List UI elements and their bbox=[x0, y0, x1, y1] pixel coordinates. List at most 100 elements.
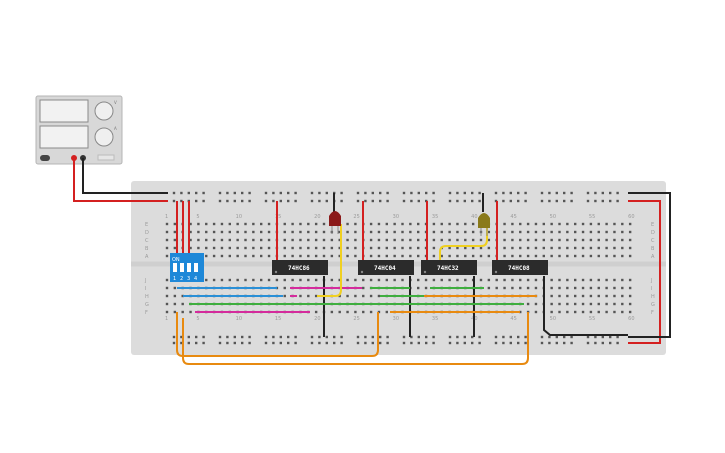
hole[interactable] bbox=[616, 199, 619, 203]
hole[interactable] bbox=[517, 191, 520, 195]
hole[interactable] bbox=[369, 230, 373, 234]
hole[interactable] bbox=[540, 191, 544, 195]
hole[interactable] bbox=[346, 294, 349, 298]
hole[interactable] bbox=[291, 278, 294, 282]
hole[interactable] bbox=[517, 341, 520, 345]
hole[interactable] bbox=[509, 341, 512, 345]
hole[interactable] bbox=[524, 191, 527, 195]
hole[interactable] bbox=[511, 222, 514, 226]
hole[interactable] bbox=[330, 278, 334, 282]
hole[interactable] bbox=[401, 254, 404, 258]
hole[interactable] bbox=[494, 191, 498, 195]
hole[interactable] bbox=[503, 246, 506, 250]
hole[interactable] bbox=[601, 341, 604, 345]
hole[interactable] bbox=[456, 254, 459, 258]
hole[interactable] bbox=[509, 199, 512, 203]
hole[interactable] bbox=[471, 222, 475, 226]
hole[interactable] bbox=[479, 238, 483, 242]
hole[interactable] bbox=[180, 199, 183, 203]
hole[interactable] bbox=[195, 191, 198, 195]
hole[interactable] bbox=[369, 310, 373, 314]
hole[interactable] bbox=[605, 286, 608, 290]
hole[interactable] bbox=[487, 230, 491, 234]
hole[interactable] bbox=[241, 199, 244, 203]
hole[interactable] bbox=[526, 278, 530, 282]
hole[interactable] bbox=[534, 246, 538, 250]
hole[interactable] bbox=[212, 246, 216, 250]
hole[interactable] bbox=[260, 222, 263, 226]
hole[interactable] bbox=[187, 341, 190, 345]
chip-74hc86[interactable]: 74HC86 bbox=[272, 260, 328, 275]
hole[interactable] bbox=[417, 278, 420, 282]
hole[interactable] bbox=[212, 238, 216, 242]
hole[interactable] bbox=[371, 341, 374, 345]
hole[interactable] bbox=[605, 230, 608, 234]
hole[interactable] bbox=[550, 294, 553, 298]
hole[interactable] bbox=[542, 238, 545, 242]
hole[interactable] bbox=[597, 286, 600, 290]
hole[interactable] bbox=[448, 278, 451, 282]
hole[interactable] bbox=[597, 246, 600, 250]
hole[interactable] bbox=[503, 222, 506, 226]
hole[interactable] bbox=[448, 341, 452, 345]
hole[interactable] bbox=[346, 246, 349, 250]
hole[interactable] bbox=[264, 335, 268, 339]
hole[interactable] bbox=[494, 341, 498, 345]
hole[interactable] bbox=[432, 238, 436, 242]
hole[interactable] bbox=[187, 335, 190, 339]
hole[interactable] bbox=[189, 222, 192, 226]
hole[interactable] bbox=[322, 254, 326, 258]
hole[interactable] bbox=[594, 335, 597, 339]
hole[interactable] bbox=[613, 246, 616, 250]
hole[interactable] bbox=[628, 302, 632, 306]
hole[interactable] bbox=[613, 278, 616, 282]
hole[interactable] bbox=[267, 222, 271, 226]
hole[interactable] bbox=[628, 222, 632, 226]
hole[interactable] bbox=[294, 341, 297, 345]
hole[interactable] bbox=[410, 199, 413, 203]
hole[interactable] bbox=[479, 246, 483, 250]
hole[interactable] bbox=[241, 335, 244, 339]
hole[interactable] bbox=[526, 246, 530, 250]
hole[interactable] bbox=[621, 310, 624, 314]
hole[interactable] bbox=[417, 341, 420, 345]
hole[interactable] bbox=[283, 294, 286, 298]
hole[interactable] bbox=[574, 286, 577, 290]
hole[interactable] bbox=[314, 246, 318, 250]
hole[interactable] bbox=[181, 310, 184, 314]
hole[interactable] bbox=[386, 341, 389, 345]
hole[interactable] bbox=[233, 335, 236, 339]
hole[interactable] bbox=[205, 278, 208, 282]
hole[interactable] bbox=[605, 222, 608, 226]
hole[interactable] bbox=[597, 222, 600, 226]
hole[interactable] bbox=[456, 199, 459, 203]
hole[interactable] bbox=[236, 246, 239, 250]
hole[interactable] bbox=[621, 302, 624, 306]
hole[interactable] bbox=[550, 222, 553, 226]
hole[interactable] bbox=[471, 335, 474, 339]
hole[interactable] bbox=[417, 222, 420, 226]
hole[interactable] bbox=[589, 246, 593, 250]
hole[interactable] bbox=[379, 341, 382, 345]
hole[interactable] bbox=[502, 341, 505, 345]
hole[interactable] bbox=[310, 341, 314, 345]
hole[interactable] bbox=[228, 222, 231, 226]
hole[interactable] bbox=[440, 238, 443, 242]
hole[interactable] bbox=[425, 335, 428, 339]
hole[interactable] bbox=[542, 246, 545, 250]
hole[interactable] bbox=[487, 246, 491, 250]
hole[interactable] bbox=[526, 254, 530, 258]
hole[interactable] bbox=[233, 199, 236, 203]
hole[interactable] bbox=[409, 246, 412, 250]
hole[interactable] bbox=[385, 278, 388, 282]
hole[interactable] bbox=[566, 222, 569, 226]
hole[interactable] bbox=[456, 230, 459, 234]
hole[interactable] bbox=[362, 286, 365, 290]
hole[interactable] bbox=[440, 278, 443, 282]
hole[interactable] bbox=[479, 254, 483, 258]
current-knob[interactable] bbox=[94, 127, 114, 147]
hole[interactable] bbox=[550, 246, 553, 250]
hole[interactable] bbox=[628, 246, 632, 250]
hole[interactable] bbox=[260, 230, 263, 234]
hole[interactable] bbox=[448, 199, 452, 203]
